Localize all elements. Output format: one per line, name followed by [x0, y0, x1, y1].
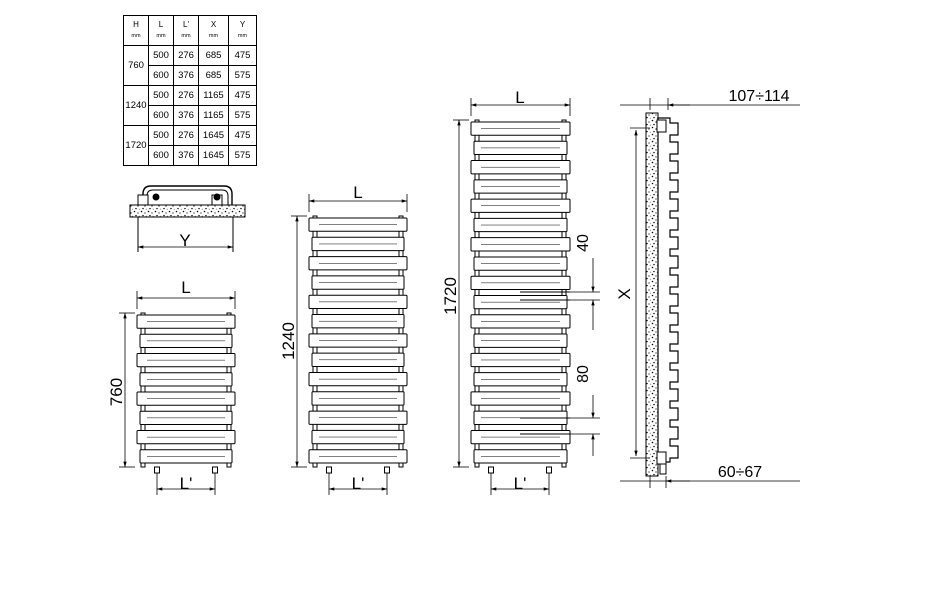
bracket-top [656, 119, 667, 133]
wall-section [129, 204, 246, 218]
table-cell-h: 1240 [123, 85, 149, 126]
label-l-1720: L [515, 88, 524, 107]
radiator-760 [136, 312, 236, 474]
bracket-bottom [656, 451, 667, 465]
table-cell: 475 [228, 45, 257, 66]
radiator-1720 [470, 119, 571, 474]
radiator-side-profile [657, 117, 679, 463]
label-lprime-1240: L' [352, 474, 365, 493]
label-depth-top: 107÷114 [729, 88, 790, 105]
table-row: 600 376 1165 575 [124, 105, 257, 126]
table-row: 600 376 1645 575 [124, 145, 257, 166]
bracket-left [137, 194, 149, 206]
label-l-760: L [181, 278, 190, 297]
wall-section [645, 112, 659, 477]
table-cell: 1645 [198, 145, 229, 166]
table-row: 1240 500 276 1165 475 [123, 85, 257, 126]
table-cell-h: 760 [123, 45, 149, 86]
top-view [129, 185, 246, 252]
pipe-connector [384, 466, 390, 474]
label-l-1240: L [353, 183, 362, 202]
label-lprime-760: L' [180, 474, 193, 493]
pipe-connector [154, 466, 160, 474]
pipe-connector [546, 466, 552, 474]
label-y: Y [179, 231, 190, 250]
pipe-connector [212, 466, 218, 474]
label-height-1240: 1240 [279, 322, 298, 360]
label-height-760: 760 [107, 378, 126, 406]
pipe-connector [488, 466, 494, 474]
left-collector [474, 119, 480, 468]
label-depth-bottom: 60÷67 [718, 464, 762, 481]
radiator-top-outline [142, 185, 233, 205]
side-view [620, 98, 800, 488]
label-gap-40: 40 [575, 234, 592, 252]
right-collector [226, 312, 232, 468]
label-height-1720: 1720 [441, 277, 460, 315]
left-collector [140, 312, 146, 468]
pipe-connector [326, 466, 332, 474]
radiator-1240 [308, 215, 408, 474]
pipe-connection [659, 463, 667, 475]
table-cell: 575 [228, 145, 257, 166]
right-collector [561, 119, 567, 468]
label-gap-80: 80 [575, 365, 592, 383]
header-l-prime: L'mm [173, 15, 199, 46]
label-lprime-1720: L' [514, 474, 527, 493]
label-x: X [615, 288, 634, 299]
